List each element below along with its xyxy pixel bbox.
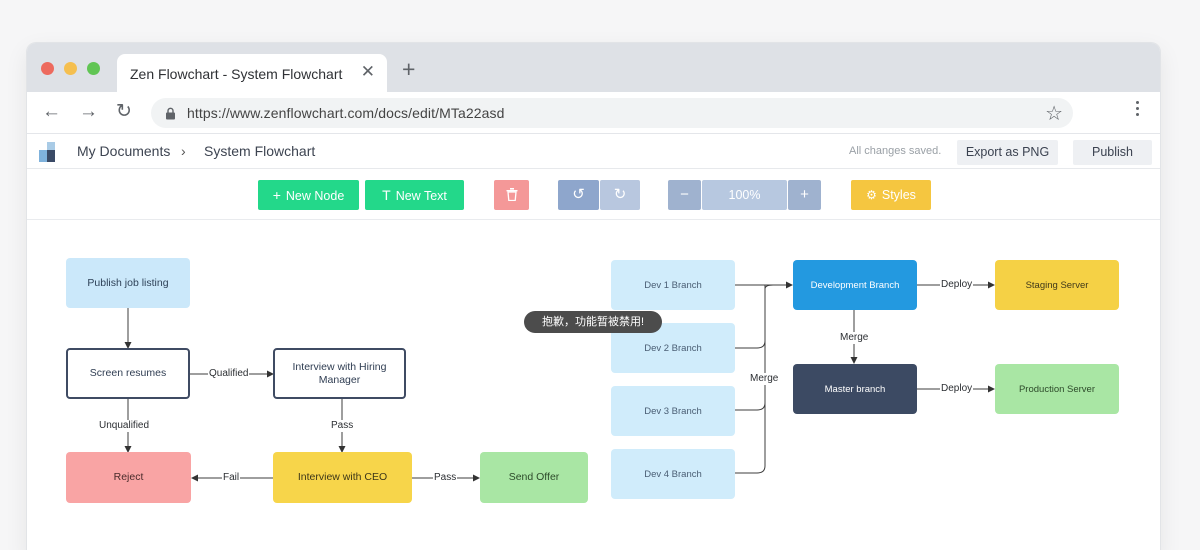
reload-icon[interactable]: ↻ [116,101,132,122]
connector-layer [124,281,995,482]
save-status-text: All changes saved. [849,145,942,157]
breadcrumb-chevron-icon: › [181,143,186,159]
minimize-window-button[interactable] [64,62,77,75]
new-text-button[interactable]: T New Text [365,180,464,210]
lock-icon [166,107,175,120]
back-arrow-icon[interactable]: ← [42,101,61,122]
new-node-button[interactable]: + New Node [258,180,359,210]
breadcrumb-current-document: System Flowchart [204,143,316,159]
edge-label-fail: Fail [222,472,241,484]
close-window-button[interactable] [41,62,54,75]
url-field[interactable]: https://www.zenflowchart.com/docs/edit/M… [151,98,1073,128]
trash-icon [506,188,517,202]
node-staging-server[interactable]: Staging Server [995,260,1119,310]
edge-label-pass-interview: Pass [330,420,355,432]
bookmark-star-icon[interactable]: ☆ [1045,103,1063,125]
node-publish-job-listing[interactable]: Publish job listing [66,258,190,308]
node-production-server[interactable]: Production Server [995,364,1119,414]
zen-flowchart-logo[interactable] [39,142,61,162]
node-dev-1-branch[interactable]: Dev 1 Branch [611,260,735,310]
styles-label: Styles [881,188,916,202]
new-text-label: New Text [395,189,447,203]
new-tab-icon[interactable]: + [402,56,416,82]
zoom-out-button[interactable]: − [668,180,701,210]
browser-tab[interactable]: Zen Flowchart - System Flowchart ✕ [117,54,387,92]
flowchart-canvas[interactable]: Publish job listing Screen resumes Inter… [27,221,1160,550]
edge-label-deploy-production: Deploy [940,383,974,395]
node-dev-3-branch[interactable]: Dev 3 Branch [611,386,735,436]
plus-icon: + [800,186,809,203]
gear-icon: ⚙ [866,188,877,202]
edge-dev2-merge [735,284,791,349]
redo-button[interactable]: ↻ [600,180,640,210]
forward-arrow-icon[interactable]: → [79,101,98,122]
edge-label-qualified: Qualified [208,368,250,380]
app-header: My Documents › System Flowchart All chan… [27,135,1160,169]
publish-button[interactable]: Publish [1073,140,1152,165]
delete-button[interactable] [494,180,529,210]
browser-window: Zen Flowchart - System Flowchart ✕ + ← →… [27,43,1160,550]
tab-bar: Zen Flowchart - System Flowchart ✕ + [27,43,1160,92]
browser-menu-icon[interactable] [1136,101,1140,119]
zoom-level-display: 100% [702,180,787,210]
plus-icon: + [272,187,281,203]
node-dev-4-branch[interactable]: Dev 4 Branch [611,449,735,499]
node-interview-ceo[interactable]: Interview with CEO [273,452,412,503]
node-screen-resumes[interactable]: Screen resumes [66,348,190,399]
edge-label-pass-offer: Pass [433,472,458,484]
minus-icon: − [680,186,689,203]
breadcrumb-my-documents[interactable]: My Documents [77,143,171,159]
edge-label-unqualified: Unqualified [98,420,151,432]
feature-disabled-toast: 抱歉，功能暂被禁用! [524,311,662,333]
maximize-window-button[interactable] [87,62,100,75]
text-icon: T [382,187,391,203]
zoom-in-button[interactable]: + [788,180,821,210]
tab-title: Zen Flowchart - System Flowchart [130,66,343,82]
edge-label-deploy-staging: Deploy [940,279,974,291]
address-bar: ← → ↻ https://www.zenflowchart.com/docs/… [27,92,1160,134]
node-development-branch[interactable]: Development Branch [793,260,917,310]
node-reject[interactable]: Reject [66,452,191,503]
edge-dev4-merge [735,285,766,474]
editor-toolbar: + New Node T New Text ↺ ↻ − 100% + ⚙ Styles [27,170,1160,220]
edge-label-merge-master: Merge [839,332,870,344]
undo-icon: ↺ [572,186,585,203]
edge-label-merge-devs: Merge [749,373,780,385]
node-send-offer[interactable]: Send Offer [480,452,588,503]
node-master-branch[interactable]: Master branch [793,364,917,414]
new-node-label: New Node [285,189,345,203]
tab-close-icon[interactable]: ✕ [360,62,375,81]
url-text: https://www.zenflowchart.com/docs/edit/M… [187,105,505,121]
node-interview-hiring-manager[interactable]: Interview with Hiring Manager [273,348,406,399]
undo-button[interactable]: ↺ [558,180,599,210]
styles-button[interactable]: ⚙ Styles [851,180,931,210]
export-png-button[interactable]: Export as PNG [957,140,1058,165]
redo-icon: ↻ [613,186,627,203]
